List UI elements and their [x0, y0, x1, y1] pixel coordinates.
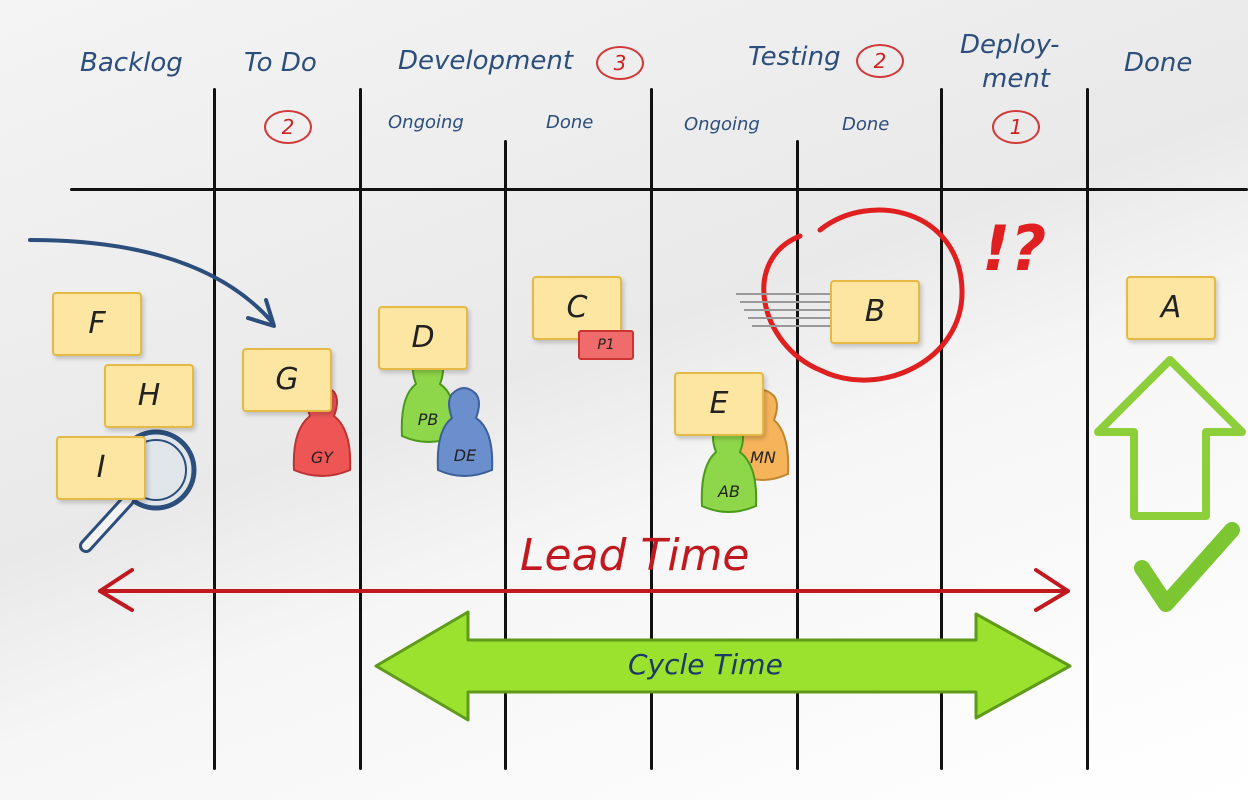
subcolumn-test-done: Done [842, 114, 890, 135]
avatar-de [436, 387, 494, 477]
speed-lines-icon [736, 293, 830, 327]
column-divider [1086, 88, 1089, 770]
card-b[interactable]: B [830, 280, 920, 344]
column-header-development: Development [398, 46, 574, 76]
subcolumn-dev-done: Done [546, 112, 594, 133]
blocked-marker: !? [982, 212, 1047, 285]
blocked-circle-icon [761, 207, 965, 383]
subcolumn-divider [504, 140, 507, 770]
lead-time-label: Lead Time [520, 530, 750, 581]
priority-tag: P1 [578, 330, 634, 360]
avatar-label-pb: PB [417, 410, 439, 429]
column-divider [650, 88, 653, 770]
cycle-time-label: Cycle Time [628, 648, 783, 681]
avatar-label-ab: AB [718, 482, 740, 501]
column-divider [940, 88, 943, 770]
lead-time-arrow-icon [98, 568, 1070, 612]
subcolumn-divider [796, 140, 799, 770]
header-divider-line [70, 188, 1248, 191]
wip-limit-deployment: 1 [992, 110, 1040, 144]
card-h[interactable]: H [104, 364, 194, 428]
column-divider [213, 88, 216, 770]
wip-limit-testing: 2 [856, 44, 904, 78]
card-g[interactable]: G [242, 348, 332, 412]
card-d[interactable]: D [378, 306, 468, 370]
checkmark-icon [1134, 522, 1240, 612]
avatar-label-de: DE [453, 446, 477, 465]
wip-limit-todo: 2 [264, 110, 312, 144]
pull-arrow-head-icon [246, 298, 276, 328]
up-arrow-icon [1094, 356, 1246, 520]
card-c[interactable]: C [532, 276, 622, 340]
subcolumn-test-ongoing: Ongoing [684, 114, 760, 135]
pull-arrow-icon [28, 238, 274, 324]
column-header-testing: Testing [748, 42, 841, 72]
subcolumn-dev-ongoing: Ongoing [388, 112, 464, 133]
card-f[interactable]: F [52, 292, 142, 356]
column-divider [359, 88, 362, 770]
card-i[interactable]: I [56, 436, 146, 500]
column-header-deployment-line2: ment [982, 64, 1050, 94]
column-header-done: Done [1124, 48, 1193, 78]
avatar-label-gy: GY [310, 448, 334, 467]
column-header-backlog: Backlog [80, 48, 183, 78]
card-e[interactable]: E [674, 372, 764, 436]
card-a[interactable]: A [1126, 276, 1216, 340]
wip-limit-development: 3 [596, 46, 644, 80]
column-header-todo: To Do [244, 48, 317, 78]
cycle-time-arrow-icon [374, 610, 1072, 722]
column-header-deployment-line1: Deploy- [960, 30, 1060, 60]
avatar-label-mn: MN [750, 448, 776, 467]
